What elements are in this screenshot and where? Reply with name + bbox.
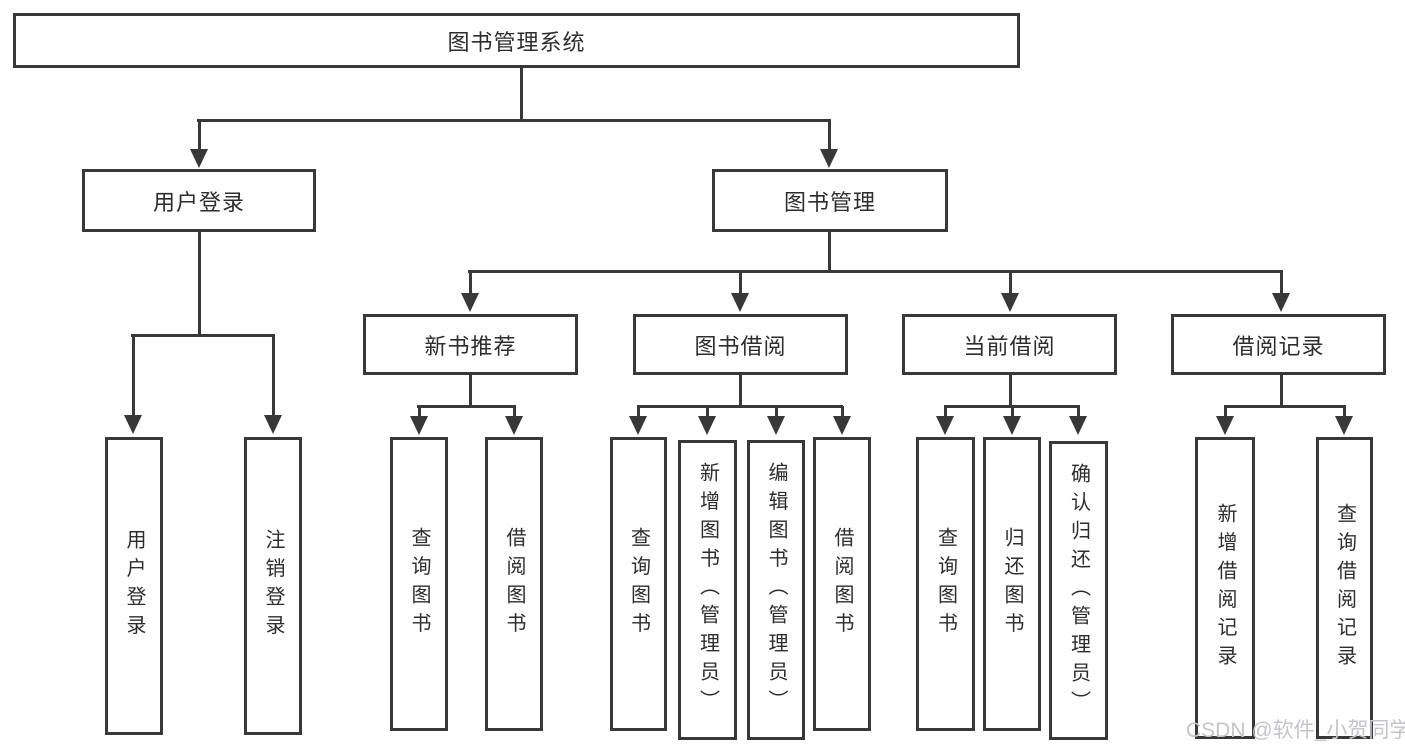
- node-borrow-records: 借阅记录: [1171, 314, 1386, 375]
- node-user-login: 用户登录: [82, 169, 316, 232]
- arrow-down-icon: [264, 415, 282, 434]
- arrow-down-icon: [124, 415, 142, 434]
- arrow-down-icon: [629, 416, 647, 435]
- arrow-down-icon: [1003, 416, 1021, 435]
- connector-line: [198, 120, 201, 155]
- connector-line: [1280, 375, 1283, 408]
- leaf-cb-query-books: 查询图书: [916, 437, 975, 731]
- connector-line: [513, 406, 516, 422]
- node-book-management: 图书管理: [712, 169, 948, 232]
- arrow-down-icon: [461, 293, 479, 312]
- arrow-down-icon: [936, 416, 954, 435]
- node-current-borrow: 当前借阅: [902, 314, 1117, 375]
- connector-line: [131, 334, 275, 337]
- leaf-bb-edit-books-admin: 编辑图书（管理员）: [747, 440, 805, 740]
- connector-line: [1224, 406, 1227, 422]
- arrow-down-icon: [820, 149, 838, 168]
- connector-line: [1009, 375, 1012, 408]
- leaf-logout: 注销登录: [244, 437, 302, 735]
- connector-line: [198, 232, 201, 337]
- connector-line: [1343, 406, 1346, 422]
- connector-line: [1011, 406, 1014, 422]
- watermark: CSDN @软件_小贺同学: [1186, 719, 1405, 742]
- leaf-cb-return-books: 归还图书: [983, 437, 1041, 731]
- connector-line: [1280, 271, 1283, 299]
- connector-line: [775, 406, 778, 422]
- connector-line: [417, 405, 516, 408]
- connector-line: [418, 406, 421, 422]
- node-root: 图书管理系统: [13, 13, 1020, 68]
- arrow-down-icon: [1272, 293, 1290, 312]
- arrow-down-icon: [190, 149, 208, 168]
- node-book-borrow: 图书借阅: [633, 314, 848, 375]
- connector-line: [469, 271, 472, 299]
- arrow-down-icon: [767, 416, 785, 435]
- connector-line: [1077, 406, 1080, 422]
- connector-line: [520, 68, 523, 122]
- connector-line: [739, 271, 742, 299]
- connector-line: [468, 270, 1283, 273]
- connector-line: [739, 375, 742, 408]
- arrow-down-icon: [833, 416, 851, 435]
- leaf-bb-query-books: 查询图书: [610, 437, 667, 731]
- leaf-rec-borrow-books: 借阅图书: [485, 437, 543, 731]
- connector-line: [197, 119, 831, 122]
- leaf-cb-confirm-return-admin: 确认归还（管理员）: [1049, 441, 1108, 740]
- connector-line: [132, 336, 135, 421]
- arrow-down-icon: [1069, 416, 1087, 435]
- connector-line: [828, 232, 831, 273]
- connector-line: [828, 120, 831, 155]
- leaf-user-login: 用户登录: [105, 437, 163, 735]
- connector-line: [1009, 271, 1012, 299]
- leaf-bb-borrow-books: 借阅图书: [813, 437, 871, 731]
- leaf-br-query-record: 查询借阅记录: [1316, 437, 1373, 739]
- arrow-down-icon: [505, 416, 523, 435]
- node-new-book-recommend: 新书推荐: [363, 314, 578, 375]
- arrow-down-icon: [1001, 293, 1019, 312]
- connector-line: [637, 405, 843, 408]
- arrow-down-icon: [698, 416, 716, 435]
- connector-line: [841, 406, 844, 422]
- connector-line: [469, 375, 472, 408]
- connector-line: [637, 406, 640, 422]
- arrow-down-icon: [1335, 416, 1353, 435]
- arrow-down-icon: [1216, 416, 1234, 435]
- connector-line: [272, 336, 275, 421]
- arrow-down-icon: [410, 416, 428, 435]
- arrow-down-icon: [731, 293, 749, 312]
- connector-line: [706, 406, 709, 422]
- connector-line: [944, 406, 947, 422]
- connector-line: [1224, 405, 1346, 408]
- leaf-br-add-record: 新增借阅记录: [1195, 437, 1255, 739]
- leaf-bb-add-books-admin: 新增图书（管理员）: [678, 440, 737, 740]
- leaf-rec-query-books: 查询图书: [390, 437, 448, 731]
